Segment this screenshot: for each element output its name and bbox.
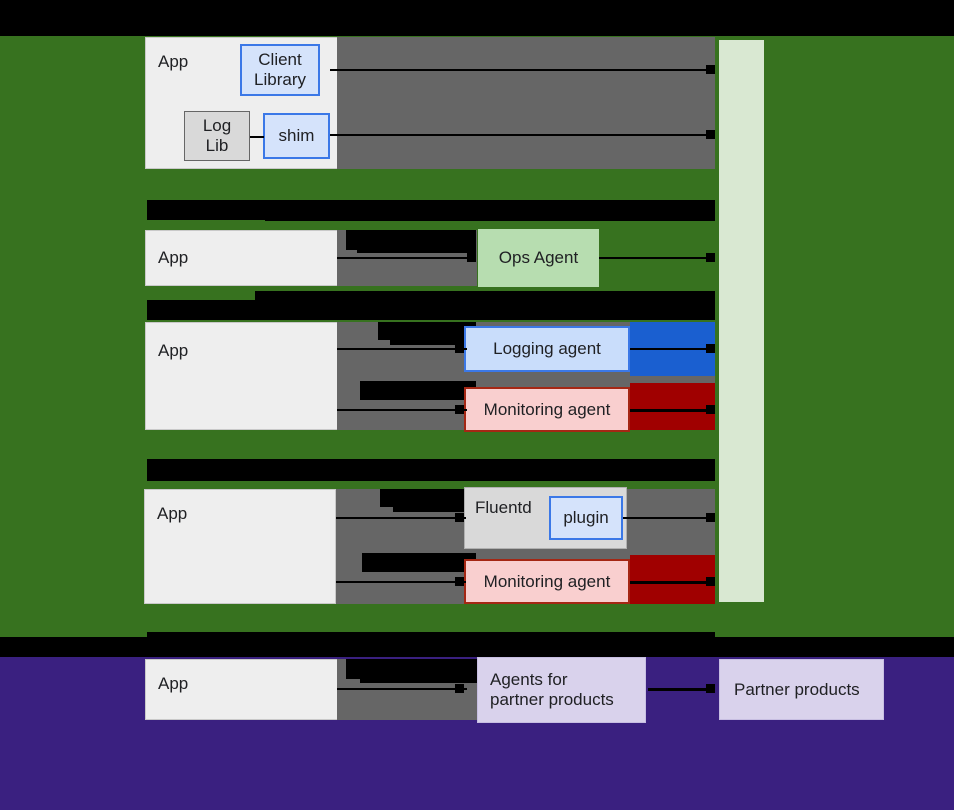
app-label: App bbox=[158, 674, 189, 693]
monitoring-agent-to-cloud-arrowhead bbox=[706, 405, 715, 414]
app-to-monitoring-agent-line-4 bbox=[336, 581, 466, 583]
redacted-caption-2 bbox=[147, 300, 715, 320]
client-library-arrow-line bbox=[330, 69, 710, 71]
plugin-to-cloud-arrowhead bbox=[706, 513, 715, 522]
redacted-label-row3a bbox=[378, 322, 476, 340]
client-library-arrowhead bbox=[706, 65, 715, 74]
redacted-label-row4a bbox=[380, 489, 476, 507]
app-to-monitoring-agent-line bbox=[337, 409, 467, 411]
ops-agent-to-cloud-arrowhead bbox=[706, 253, 715, 262]
ops-agent-box[interactable]: Ops Agent bbox=[478, 229, 599, 287]
redacted-caption-1b bbox=[265, 210, 715, 221]
app-to-monitoring-agent-arrowhead-4 bbox=[455, 577, 464, 586]
agents-for-partner-products-box[interactable]: Agents for partner products bbox=[477, 657, 646, 723]
redacted-label-row3b bbox=[360, 381, 476, 400]
partner-products-box[interactable]: Partner products bbox=[719, 659, 884, 720]
shim-arrow-line bbox=[330, 134, 710, 136]
monitoring-agent-to-cloud-line-4 bbox=[630, 581, 710, 584]
plugin-box[interactable]: plugin bbox=[549, 496, 623, 540]
redaction-block-row1 bbox=[337, 37, 715, 169]
logging-agent-box[interactable]: Logging agent bbox=[464, 326, 630, 372]
partner-agents-to-products-line bbox=[648, 688, 710, 691]
app-to-logging-agent-arrowhead bbox=[455, 344, 464, 353]
app-label: App bbox=[158, 341, 189, 360]
monitoring-agent-box-3[interactable]: Monitoring agent bbox=[464, 387, 630, 432]
logging-agent-to-cloud-arrowhead bbox=[706, 344, 715, 353]
shim-arrowhead bbox=[706, 130, 715, 139]
shim-box[interactable]: shim bbox=[263, 113, 330, 159]
redacted-caption-2b bbox=[255, 291, 715, 303]
redacted-caption-3b bbox=[265, 470, 715, 481]
monitoring-agent-to-cloud-arrowhead-4 bbox=[706, 577, 715, 586]
redaction-block-monitoring-right bbox=[630, 383, 715, 430]
app-to-monitoring-agent-arrowhead bbox=[455, 405, 464, 414]
redacted-label-row2b bbox=[357, 244, 476, 253]
redacted-caption-4 bbox=[147, 632, 715, 638]
app-to-partner-agents-arrowhead bbox=[455, 684, 464, 693]
app-to-ops-agent-arrowhead bbox=[467, 253, 476, 262]
app-container-4: App bbox=[144, 489, 336, 604]
app-to-partner-agents-line bbox=[337, 688, 467, 690]
partner-agents-to-products-arrowhead bbox=[706, 684, 715, 693]
app-label: App bbox=[157, 504, 188, 523]
app-to-fluentd-line bbox=[336, 517, 466, 519]
redacted-label-row4a2 bbox=[393, 503, 476, 512]
monitoring-agent-to-cloud-line bbox=[630, 409, 710, 412]
monitoring-agent-box-4[interactable]: Monitoring agent bbox=[464, 559, 630, 604]
app-to-logging-agent-line bbox=[337, 348, 467, 350]
app-label: App bbox=[158, 52, 189, 71]
logging-agent-to-cloud-line bbox=[630, 348, 710, 350]
redacted-label-row4b bbox=[362, 553, 476, 572]
app-to-ops-agent-line bbox=[337, 257, 472, 259]
band-divider-black bbox=[0, 637, 954, 657]
redacted-label-row3a2 bbox=[390, 336, 476, 345]
app-container-5: App bbox=[145, 659, 338, 720]
log-lib-box[interactable]: Log Lib bbox=[184, 111, 250, 161]
loglib-shim-connector bbox=[250, 136, 264, 138]
fluentd-label: Fluentd bbox=[475, 498, 532, 517]
app-container-3: App bbox=[145, 322, 338, 430]
client-library-box[interactable]: Client Library bbox=[240, 44, 320, 96]
redaction-block-monitoring-right-4 bbox=[630, 555, 715, 604]
cloud-logging-monitoring-panel bbox=[717, 38, 766, 604]
app-container-2: App bbox=[145, 230, 338, 286]
redacted-label-row5b bbox=[360, 673, 477, 683]
app-label: App bbox=[158, 248, 189, 268]
plugin-to-cloud-line bbox=[623, 517, 710, 519]
ops-agent-to-cloud-line bbox=[599, 257, 710, 259]
app-to-fluentd-arrowhead bbox=[455, 513, 464, 522]
